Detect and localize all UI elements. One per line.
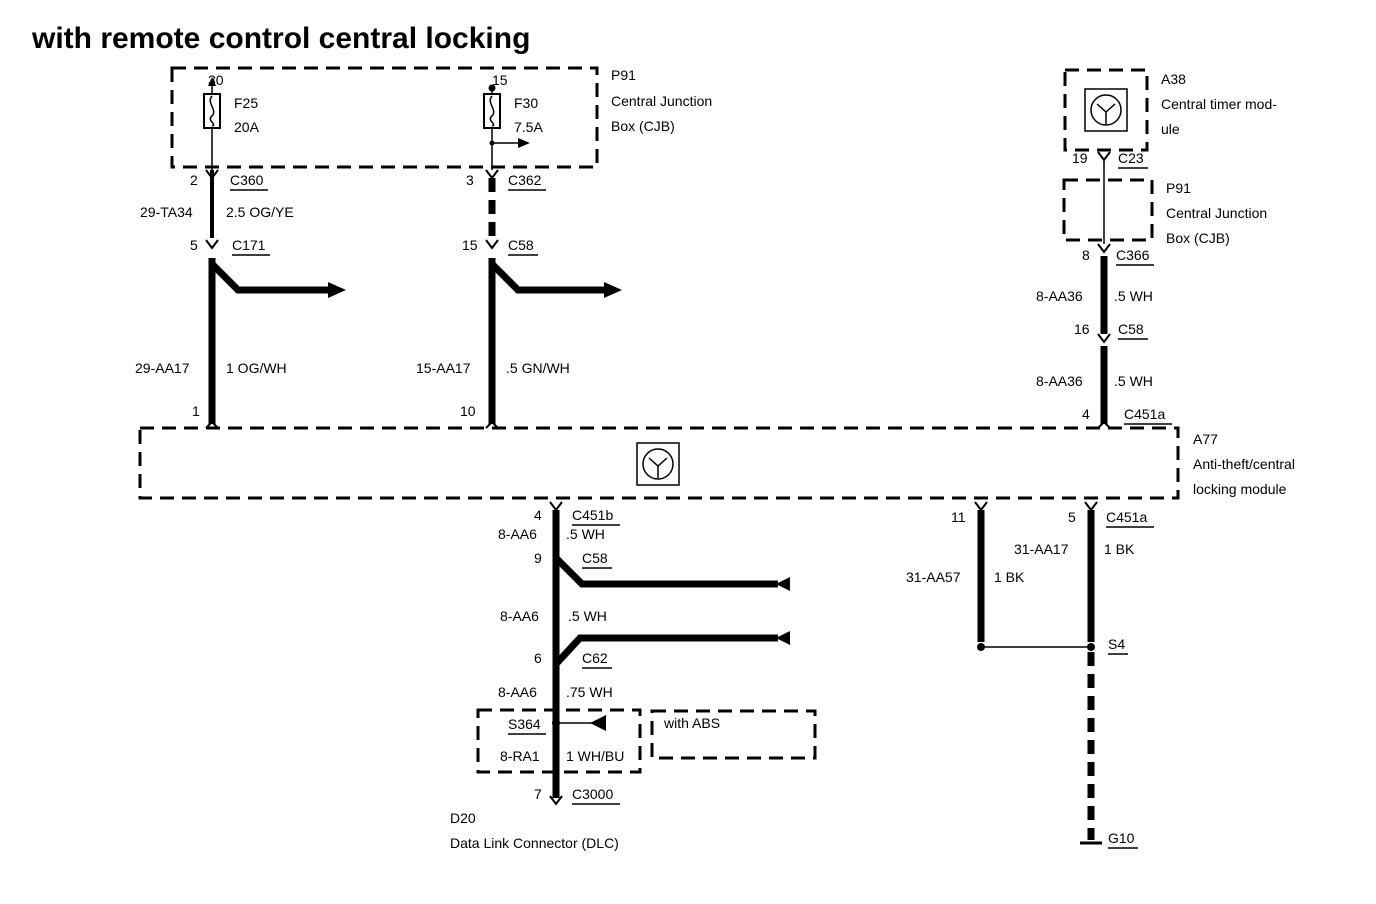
a77-id: A77: [1193, 431, 1218, 447]
a38-box: [1063, 68, 1149, 152]
fuse-f25: [203, 77, 221, 170]
a38-id: A38: [1161, 71, 1186, 87]
c362-label: C362: [508, 172, 542, 188]
fuse-f30: [483, 84, 530, 170]
c62-pin: 6: [534, 650, 542, 666]
a77-module-box: [138, 426, 1180, 500]
wire-8-aa6-a: 8-AA6: [498, 526, 537, 542]
wire-8-aa36-lower: 8-AA36: [1036, 373, 1083, 389]
s364-label: S364: [508, 716, 541, 732]
a77-line1: Anti-theft/central: [1193, 456, 1295, 472]
module-symbol-icon: [1084, 88, 1128, 132]
wire-29-ta34-spec: 2.5 OG/YE: [226, 204, 294, 220]
a38-line1: Central timer mod-: [1161, 96, 1277, 112]
p91-top-id: P91: [611, 67, 636, 83]
p91-cjb-box-top: [170, 66, 599, 169]
fuse-f25-rating: 20A: [234, 119, 260, 135]
wire-31-aa17: 31-AA17: [1014, 541, 1069, 557]
d20-name: Data Link Connector (DLC): [450, 835, 619, 851]
p91-right-id: P91: [1166, 180, 1191, 196]
wire-8-aa36-upper-spec: .5 WH: [1114, 288, 1153, 304]
wire-29-aa17: 29-AA17: [135, 360, 190, 376]
a77-line2: locking module: [1193, 481, 1287, 497]
circuit-ground-wiring: [974, 501, 1102, 845]
p91-top-line1: Central Junction: [611, 93, 712, 109]
c451b-pin: 4: [534, 507, 542, 523]
wire-8-ra1: 8-RA1: [500, 748, 540, 764]
wire-8-aa6-a-spec: .5 WH: [566, 526, 605, 542]
c58-label-dlc: C58: [582, 550, 608, 566]
a38-line2: ule: [1161, 121, 1180, 137]
a77-pin-11: 11: [951, 509, 966, 525]
c3000-label: C3000: [572, 786, 613, 802]
c3000-pin: 7: [534, 786, 542, 802]
circuit-mid-wiring: [485, 169, 622, 424]
c360-pin: 2: [190, 172, 198, 188]
p91-cjb-box-right: [1062, 178, 1154, 242]
circuit-right-wiring: [1097, 151, 1111, 424]
c23-label: C23: [1118, 150, 1144, 166]
p91-top-line2: Box (CJB): [611, 118, 675, 134]
wire-31-aa17-spec: 1 BK: [1104, 541, 1135, 557]
c23-pin: 19: [1072, 150, 1088, 166]
c171-pin: 5: [190, 237, 198, 253]
c362-pin: 3: [466, 172, 474, 188]
p91-right-line2: Box (CJB): [1166, 230, 1230, 246]
wire-29-aa17-spec: 1 OG/WH: [226, 360, 287, 376]
wire-8-ra1-spec: 1 WH/BU: [566, 748, 624, 764]
wire-8-aa36-lower-spec: .5 WH: [1114, 373, 1153, 389]
c58-label-right: C58: [1118, 321, 1144, 337]
abs-note-box: [650, 709, 817, 760]
c451b-label: C451b: [572, 507, 613, 523]
d20-id: D20: [450, 810, 476, 826]
c62-label: C62: [582, 650, 608, 666]
wire-15-aa17: 15-AA17: [416, 360, 471, 376]
wire-31-aa57: 31-AA57: [906, 569, 961, 585]
splice-s4: S4: [1108, 636, 1125, 652]
ground-g10: G10: [1108, 830, 1135, 846]
c451a-label-bottom: C451a: [1106, 509, 1147, 525]
a77-pin-5: 5: [1068, 509, 1076, 525]
wire-8-aa6-b-spec: .5 WH: [568, 608, 607, 624]
a77-pin-4: 4: [1082, 406, 1090, 422]
fuse-f25-pin: 30: [208, 72, 224, 88]
fuse-f30-pin: 15: [492, 72, 508, 88]
wire-8-aa6-c: 8-AA6: [498, 684, 537, 700]
fuse-f30-rating: 7.5A: [514, 119, 543, 135]
c366-pin: 8: [1082, 247, 1090, 263]
wire-31-aa57-spec: 1 BK: [994, 569, 1025, 585]
c58-pin-mid: 15: [462, 237, 478, 253]
abs-note: with ABS: [663, 715, 720, 731]
circuit-dlc-wiring: [549, 501, 790, 806]
c58-pin-right: 16: [1074, 321, 1090, 337]
a77-pin-10: 10: [460, 403, 476, 419]
diagram-title: with remote control central locking: [31, 22, 530, 55]
c451a-label-top: C451a: [1124, 406, 1165, 422]
c360-label: C360: [230, 172, 264, 188]
c171-label: C171: [232, 237, 266, 253]
c58-pin-dlc: 9: [534, 550, 542, 566]
wire-8-aa6-b: 8-AA6: [500, 608, 539, 624]
wire-8-aa36-upper: 8-AA36: [1036, 288, 1083, 304]
a77-pin-1: 1: [192, 403, 200, 419]
wire-15-aa17-spec: .5 GN/WH: [506, 360, 570, 376]
fuse-f25-name: F25: [234, 95, 258, 111]
wire-8-aa6-c-spec: .75 WH: [566, 684, 613, 700]
p91-right-line1: Central Junction: [1166, 205, 1267, 221]
module-symbol-icon: [636, 442, 680, 486]
circuit-left-wiring: [205, 169, 346, 424]
a77-connector-marks: [205, 420, 1111, 429]
wire-29-ta34: 29-TA34: [140, 204, 193, 220]
fuse-f30-name: F30: [514, 95, 538, 111]
c58-label-mid: C58: [508, 237, 534, 253]
c366-label: C366: [1116, 247, 1150, 263]
